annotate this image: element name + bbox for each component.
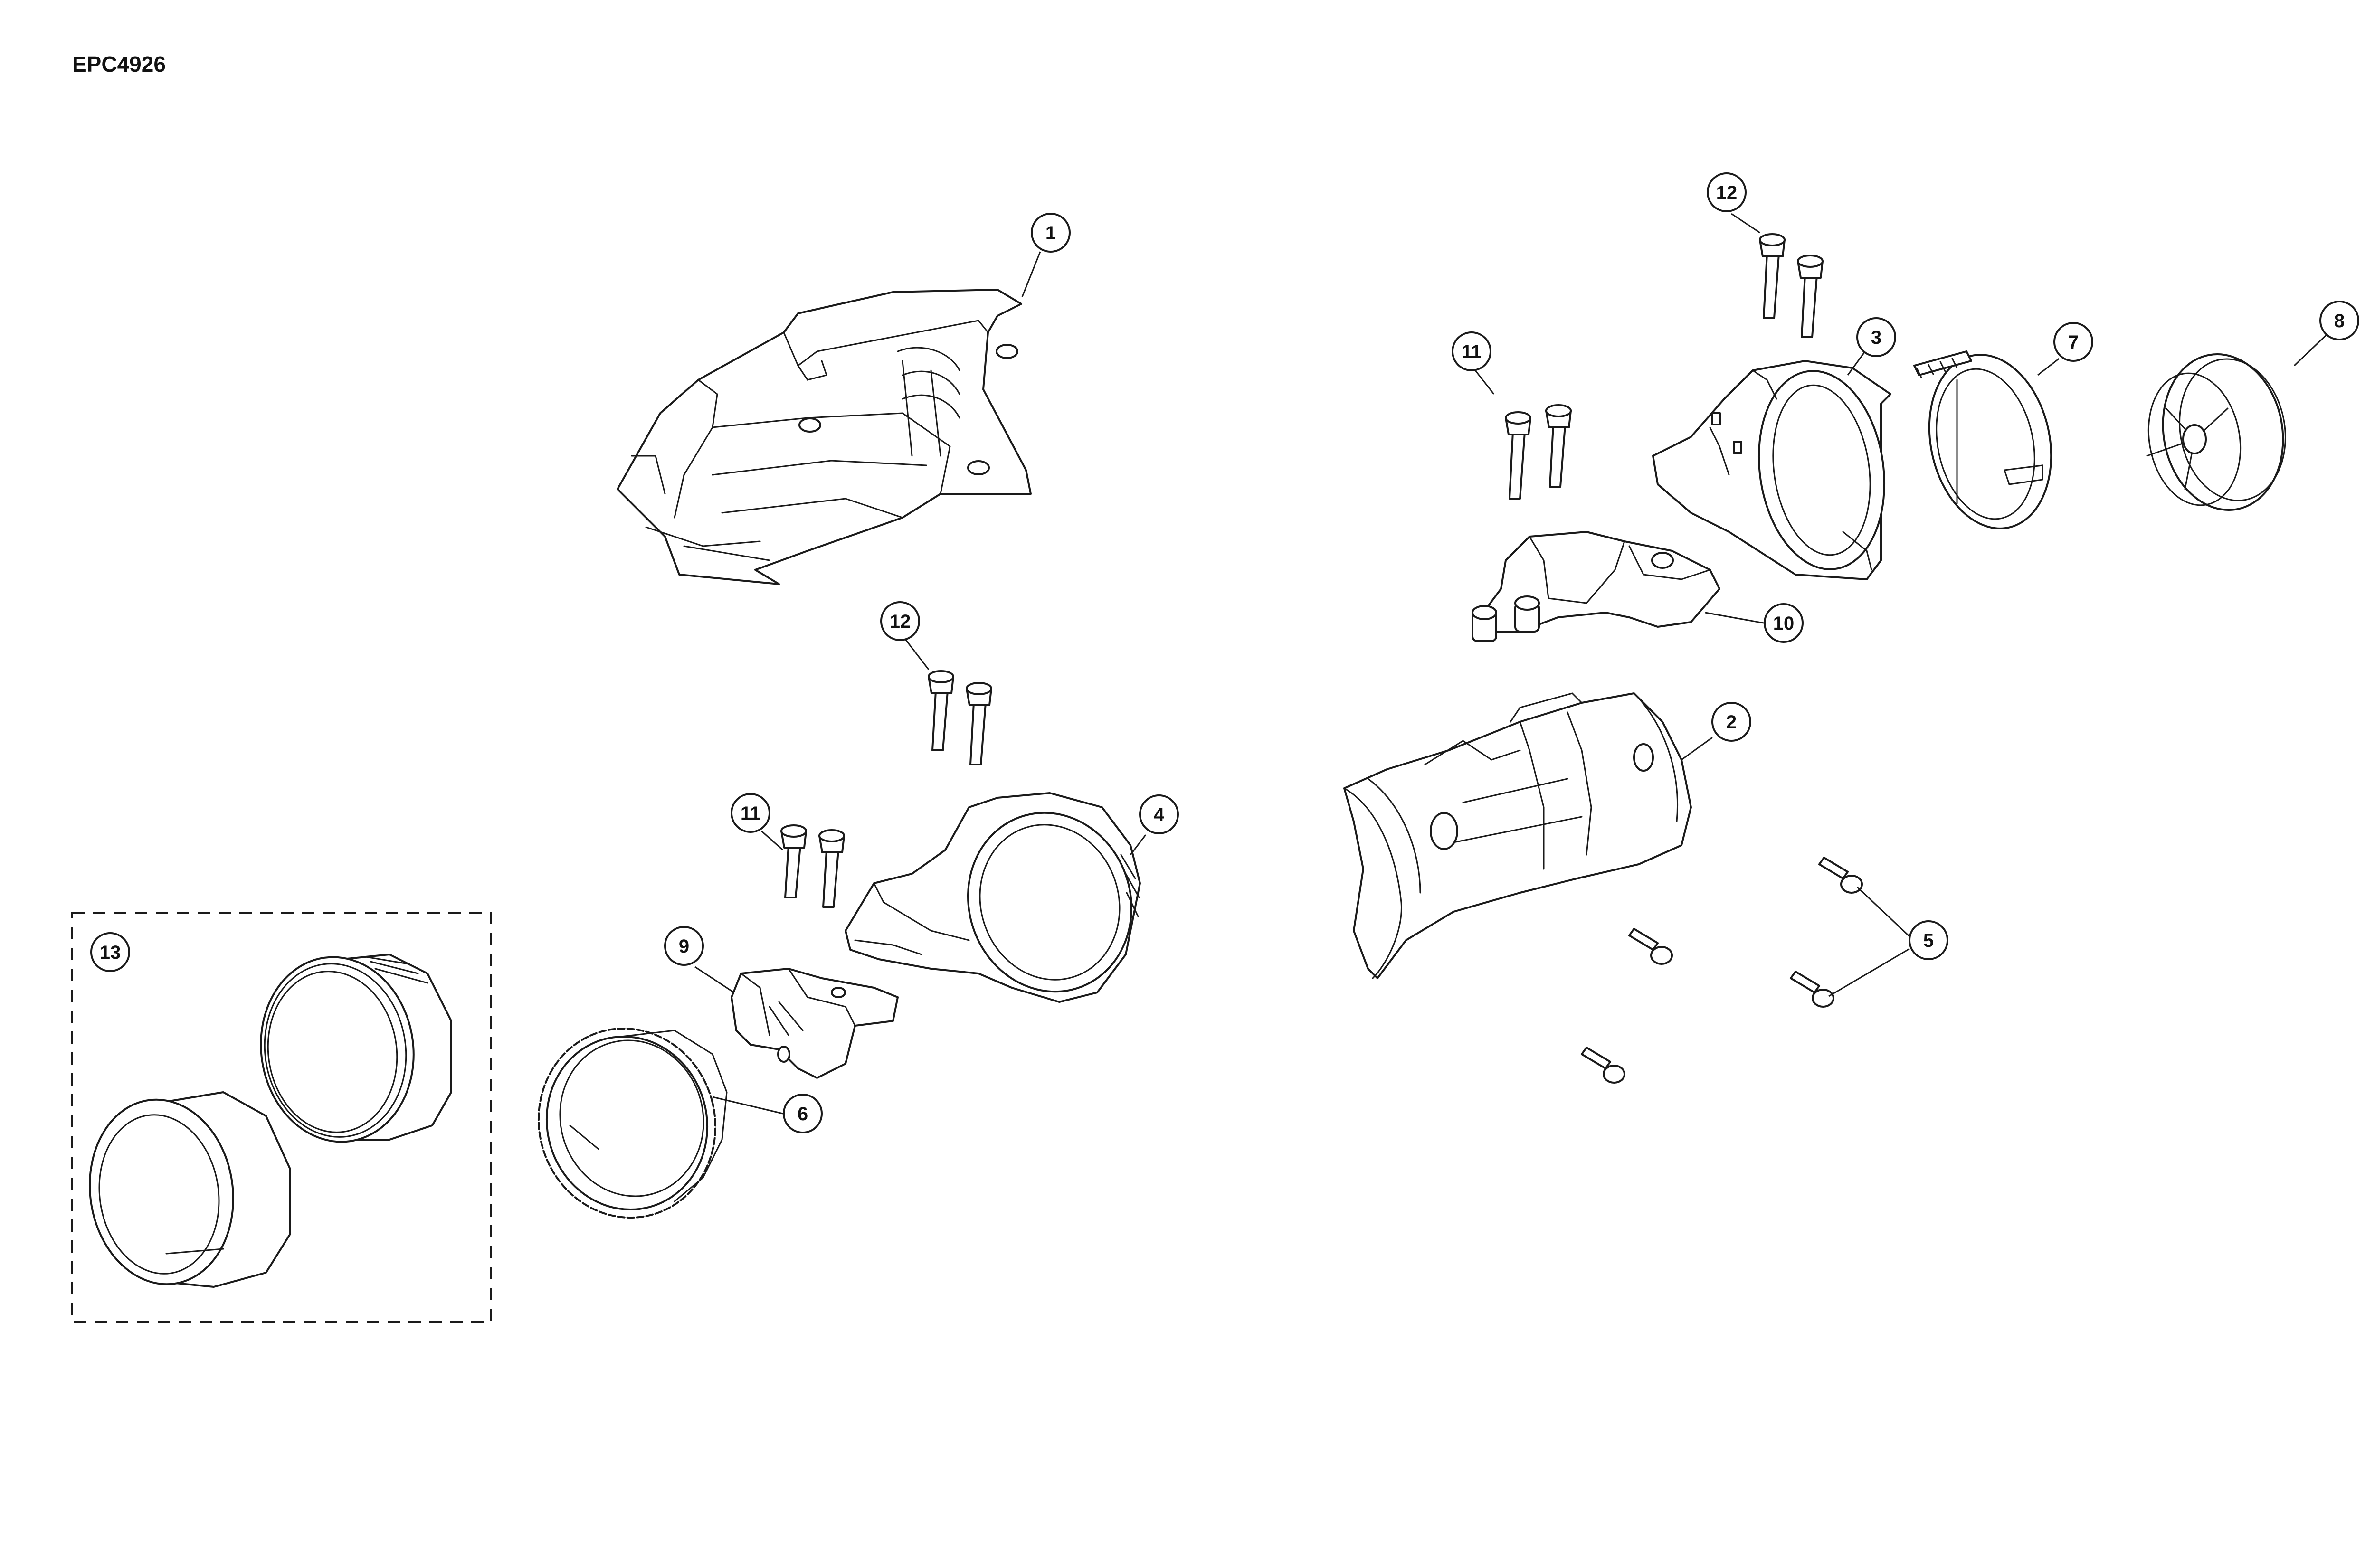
callout-6-label: 6 [798, 1104, 808, 1124]
callout-13: 13 [90, 932, 130, 972]
part-11-bolts-upper [1505, 404, 1572, 500]
callout-12-lower-label: 12 [890, 611, 911, 632]
callout-11-lower: 11 [731, 793, 770, 833]
part-5-screws [1581, 857, 1863, 1084]
part-7-end-cap [1913, 350, 2052, 529]
part-11-bolts-lower [780, 824, 845, 908]
callout-13-label: 13 [100, 942, 121, 963]
part-13-kit [71, 912, 492, 1323]
part-12-bolts-lower [928, 670, 992, 765]
callout-10: 10 [1764, 603, 1804, 643]
callout-12-upper: 12 [1707, 172, 1747, 212]
kit-13-dashed-boundary [71, 912, 492, 1323]
callout-7: 7 [2053, 322, 2093, 362]
callout-8: 8 [2319, 301, 2359, 340]
leader-lines [694, 213, 2328, 1115]
callout-4-label: 4 [1154, 804, 1165, 825]
part-9-bracket [731, 968, 899, 1079]
part-2-handle-housing [1343, 692, 1692, 979]
part-8-fan [2146, 353, 2286, 511]
part-4-front-shroud [845, 792, 1141, 1003]
part-3-motor-shroud [1652, 360, 1891, 580]
diagram-reference-code: EPC4926 [72, 52, 166, 76]
callout-9: 9 [664, 926, 704, 966]
callout-5: 5 [1909, 920, 1948, 960]
screw-5a [1818, 857, 1863, 894]
screw-5d [1581, 1047, 1625, 1084]
callout-11-upper: 11 [1452, 331, 1492, 371]
callout-11-lower-label: 11 [741, 803, 760, 824]
kit-13-threaded-ring [260, 954, 452, 1143]
callout-3-label: 3 [1871, 327, 1881, 348]
part-1-upper-housing [617, 289, 1032, 585]
callout-2: 2 [1711, 702, 1751, 742]
callout-12-upper-label: 12 [1716, 182, 1738, 203]
callout-2-label: 2 [1726, 712, 1737, 733]
callout-12-lower: 12 [880, 601, 920, 641]
callout-4: 4 [1139, 794, 1179, 834]
callout-8-label: 8 [2334, 311, 2345, 331]
screw-5c [1790, 971, 1834, 1008]
part-12-bolts-upper [1759, 233, 1824, 338]
part-10-bracket [1472, 531, 1720, 642]
callout-5-label: 5 [1923, 930, 1934, 951]
callout-10-label: 10 [1773, 613, 1795, 634]
callout-3: 3 [1856, 317, 1896, 357]
callout-1: 1 [1031, 213, 1071, 253]
kit-13-plain-ring [89, 1091, 291, 1288]
callout-6: 6 [783, 1094, 823, 1133]
callout-9-label: 9 [679, 936, 689, 957]
screw-5b [1628, 928, 1673, 965]
callout-1-label: 1 [1045, 223, 1056, 244]
callout-11-upper-label: 11 [1462, 341, 1482, 362]
callout-7-label: 7 [2068, 332, 2079, 353]
part-6-toothed-ring [537, 1027, 728, 1219]
